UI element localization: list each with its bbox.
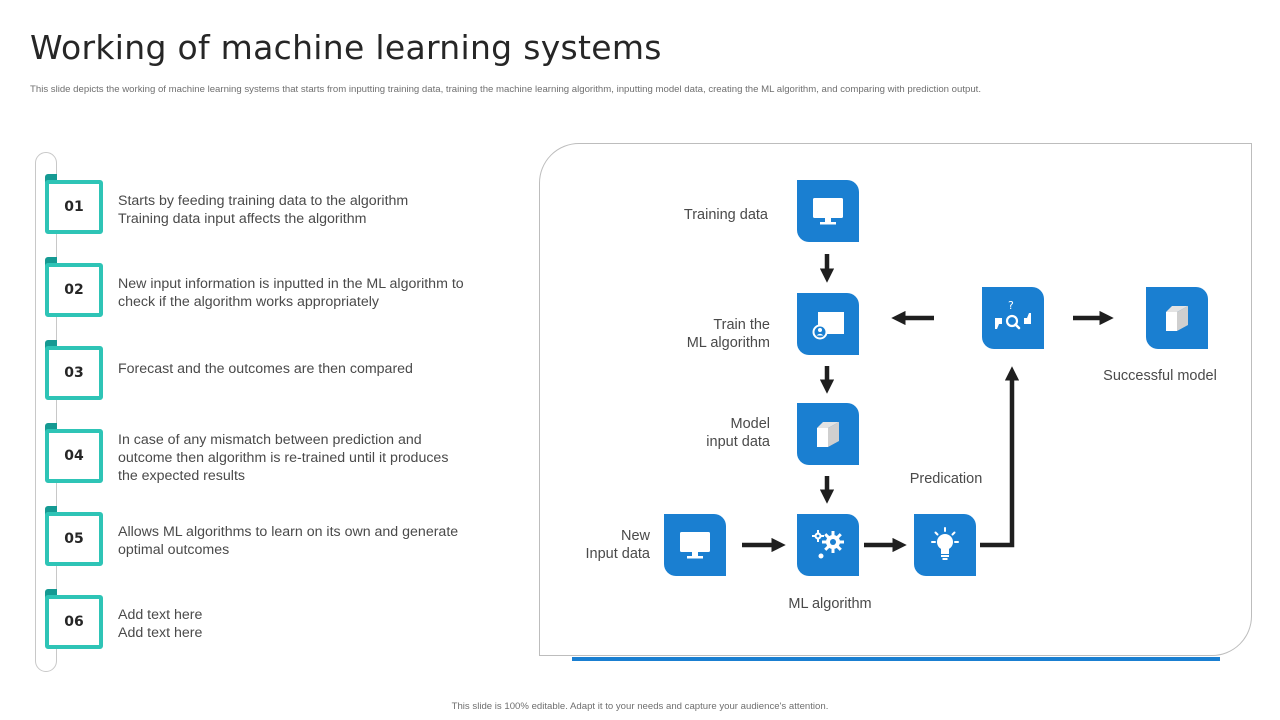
monitor-icon (813, 198, 843, 225)
step-number-badge: 05 (45, 512, 103, 566)
feedback-node: ? (982, 287, 1044, 349)
step-description: Allows ML algorithms to learn on its own… (118, 523, 498, 559)
label-line: New (620, 528, 650, 544)
label-line: Input data (585, 546, 651, 562)
train-algorithm-node (797, 293, 859, 355)
step-06: 06 Add text here Add text here (45, 589, 505, 655)
ml-algorithm-label: ML algorithm (788, 596, 872, 612)
step-number-badge: 01 (45, 180, 103, 234)
step-description: New input information is inputted in the… (118, 275, 498, 311)
monitor-icon (680, 532, 710, 559)
step-number-badge: 04 (45, 429, 103, 483)
prediction-label: Predication (909, 471, 983, 487)
page-subtitle: This slide depicts the working of machin… (30, 84, 981, 95)
lightbulb-icon (931, 527, 959, 560)
step-line: optimal outcomes (118, 542, 230, 558)
page-title: Working of machine learning systems (30, 28, 662, 67)
svg-text:?: ? (1008, 299, 1014, 312)
diagram-panel (539, 143, 1252, 656)
label-line: input data (706, 434, 770, 450)
step-line: check if the algorithm works appropriate… (118, 294, 380, 310)
step-line: outcome then algorithm is re-trained unt… (118, 450, 449, 466)
model-input-node (797, 403, 859, 465)
step-line: New input information is inputted in the… (118, 276, 464, 292)
step-04: 04 In case of any mismatch between predi… (45, 423, 505, 489)
new-input-node (664, 514, 726, 576)
training-data-node (797, 180, 859, 242)
step-line: Allows ML algorithms to learn on its own… (118, 524, 459, 540)
step-line: Starts by feeding training data to the a… (118, 193, 409, 209)
new-input-label: New Input data (520, 527, 651, 563)
panel-accent-bar (572, 657, 1220, 661)
feedback-review-icon: ? (995, 299, 1031, 330)
training-data-label: Training data (683, 207, 768, 223)
step-description: Starts by feeding training data to the a… (118, 192, 498, 228)
step-number-badge: 02 (45, 263, 103, 317)
step-01: 01 Starts by feeding training data to th… (45, 174, 505, 240)
step-line: In case of any mismatch between predicti… (118, 432, 422, 448)
successful-model-node (1146, 287, 1208, 349)
ml-algorithm-node (797, 514, 859, 576)
footer-note: This slide is 100% editable. Adapt it to… (451, 701, 829, 712)
cube-icon (817, 422, 839, 447)
label-line: Train the (713, 317, 770, 333)
step-03: 03 Forecast and the outcomes are then co… (45, 340, 505, 406)
step-line: Add text here (118, 607, 203, 623)
presentation-board-icon (812, 312, 844, 340)
successful-model-label: Successful model (1103, 368, 1217, 384)
step-line: the expected results (118, 468, 245, 484)
prediction-node (914, 514, 976, 576)
step-description: In case of any mismatch between predicti… (118, 431, 498, 485)
step-number-badge: 03 (45, 346, 103, 400)
label-line: Model (730, 416, 771, 432)
step-description: Add text here Add text here (118, 606, 498, 642)
label-line: ML algorithm (686, 335, 770, 351)
step-line: Forecast and the outcomes are then compa… (118, 361, 413, 377)
step-number-badge: 06 (45, 595, 103, 649)
step-05: 05 Allows ML algorithms to learn on its … (45, 506, 505, 572)
gears-icon (812, 530, 844, 559)
step-line: Training data input affects the algorith… (118, 211, 367, 227)
model-input-label: Model input data (620, 415, 770, 451)
step-line: Add text here (118, 625, 203, 641)
step-description: Forecast and the outcomes are then compa… (118, 360, 498, 378)
train-algorithm-label: Train the ML algorithm (620, 316, 770, 352)
step-02: 02 New input information is inputted in … (45, 257, 505, 323)
cube-icon (1166, 306, 1188, 331)
